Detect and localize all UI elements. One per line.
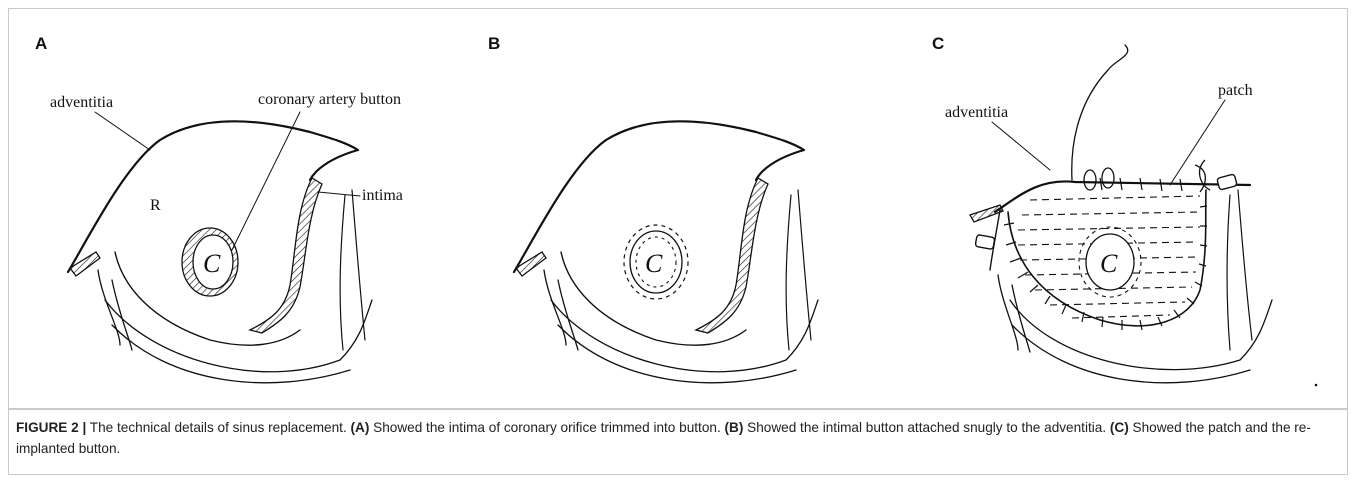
caption-a-text: Showed the intima of coronary orifice tr… (369, 420, 724, 435)
panel-c-suture-thread (1072, 45, 1128, 180)
label-coronary-artery-button: coronary artery button (258, 91, 401, 108)
label-adventitia-a: adventitia (50, 94, 113, 111)
label-patch: patch (1218, 82, 1253, 99)
caption-a-tag: (A) (351, 420, 370, 435)
panel-b-c-mark: C (645, 249, 663, 278)
label-intima: intima (362, 187, 403, 204)
panel-c-adventitia-rim (995, 181, 1250, 212)
panel-b-letter: B (488, 34, 500, 53)
panel-b: B C (488, 34, 818, 383)
panel-c-pledget-left (975, 235, 995, 250)
label-adventitia-c: adventitia (945, 104, 1008, 121)
caption-figure-label: FIGURE 2 | (16, 420, 86, 435)
panel-c-suture-loops (1084, 160, 1210, 192)
panel-b-leaflet-lines (544, 190, 818, 383)
panel-a: A C adventitia coronary artery button in… (35, 34, 403, 383)
label-r: R (150, 197, 161, 214)
panel-c: C (932, 34, 1272, 383)
panel-a-leaflet-lines (98, 190, 372, 383)
panel-b-intima-band (696, 178, 768, 333)
panel-a-intima-band (250, 178, 322, 333)
panel-c-letter: C (932, 34, 944, 53)
panel-c-leaflet-lines (998, 190, 1272, 383)
sinus-replacement-illustration: A C adventitia coronary artery button in… (0, 0, 1358, 410)
panel-c-pledget-right (1217, 174, 1237, 190)
caption-main-text: The technical details of sinus replaceme… (86, 420, 350, 435)
panel-c-reimplanted-button: C (1079, 227, 1141, 297)
stray-dot (1315, 384, 1318, 387)
panel-a-letter: A (35, 34, 47, 53)
panel-b-left-cuff (516, 252, 546, 276)
panel-a-c-mark: C (203, 249, 221, 278)
panel-a-left-cuff (70, 252, 100, 276)
panel-c-c-mark: C (1100, 249, 1118, 278)
caption-divider (8, 408, 1348, 410)
caption-b-text: Showed the intimal button attached snugl… (743, 420, 1110, 435)
caption-b-tag: (B) (725, 420, 744, 435)
caption-c-tag: (C) (1110, 420, 1129, 435)
figure-caption: FIGURE 2 | The technical details of sinu… (16, 417, 1336, 459)
panel-b-sutured-button: C (624, 225, 688, 299)
panel-a-coronary-button: C (182, 228, 238, 296)
